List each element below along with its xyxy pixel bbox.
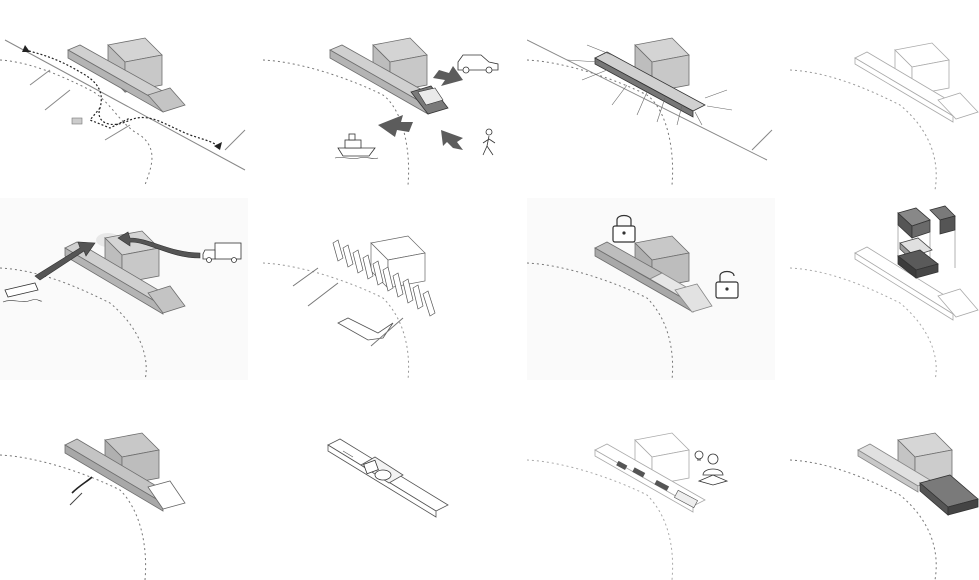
- reading-person-icon: [699, 454, 727, 485]
- panel-outline-base: [790, 0, 979, 195]
- panel-structure-frame: [263, 198, 511, 380]
- lock-open-icon: [716, 272, 738, 299]
- arrow-icon: [70, 493, 82, 505]
- panel-access-modes: [263, 0, 511, 195]
- panel-service-block: [790, 395, 979, 580]
- panel-public-learning: [527, 395, 775, 580]
- pedestrian-icon: [483, 129, 495, 155]
- arrow-upleft-icon: [441, 130, 463, 150]
- car-icon: [458, 55, 498, 73]
- panel-structural-grid: [527, 0, 775, 195]
- arrow-icon: [22, 45, 30, 52]
- lightbulb-icon: [695, 451, 703, 460]
- round-room: [375, 470, 391, 480]
- ship-icon: [335, 134, 378, 159]
- boat-icon: [3, 283, 42, 302]
- exploded-program-volumes: [898, 206, 955, 278]
- building-volume: [858, 433, 978, 515]
- panel-ground-floor-plan: [263, 395, 511, 580]
- truck-icon: [203, 243, 241, 263]
- building-volume: [595, 38, 705, 117]
- entry-path: [72, 477, 92, 493]
- panel-circulation-paths: [0, 0, 248, 195]
- building-outline: [855, 43, 978, 122]
- panel-logistics-flow: [0, 198, 248, 380]
- arrow-icon: [214, 142, 222, 150]
- panel-secure-zones: [527, 198, 775, 380]
- lock-closed-icon: [613, 216, 635, 243]
- panel-entry-point: [0, 395, 248, 580]
- panel-program-stack: [790, 198, 979, 380]
- arrow-right-icon: [378, 115, 413, 137]
- building-volume: [595, 236, 712, 312]
- building-volume: [65, 433, 185, 511]
- building-volume: [330, 38, 448, 114]
